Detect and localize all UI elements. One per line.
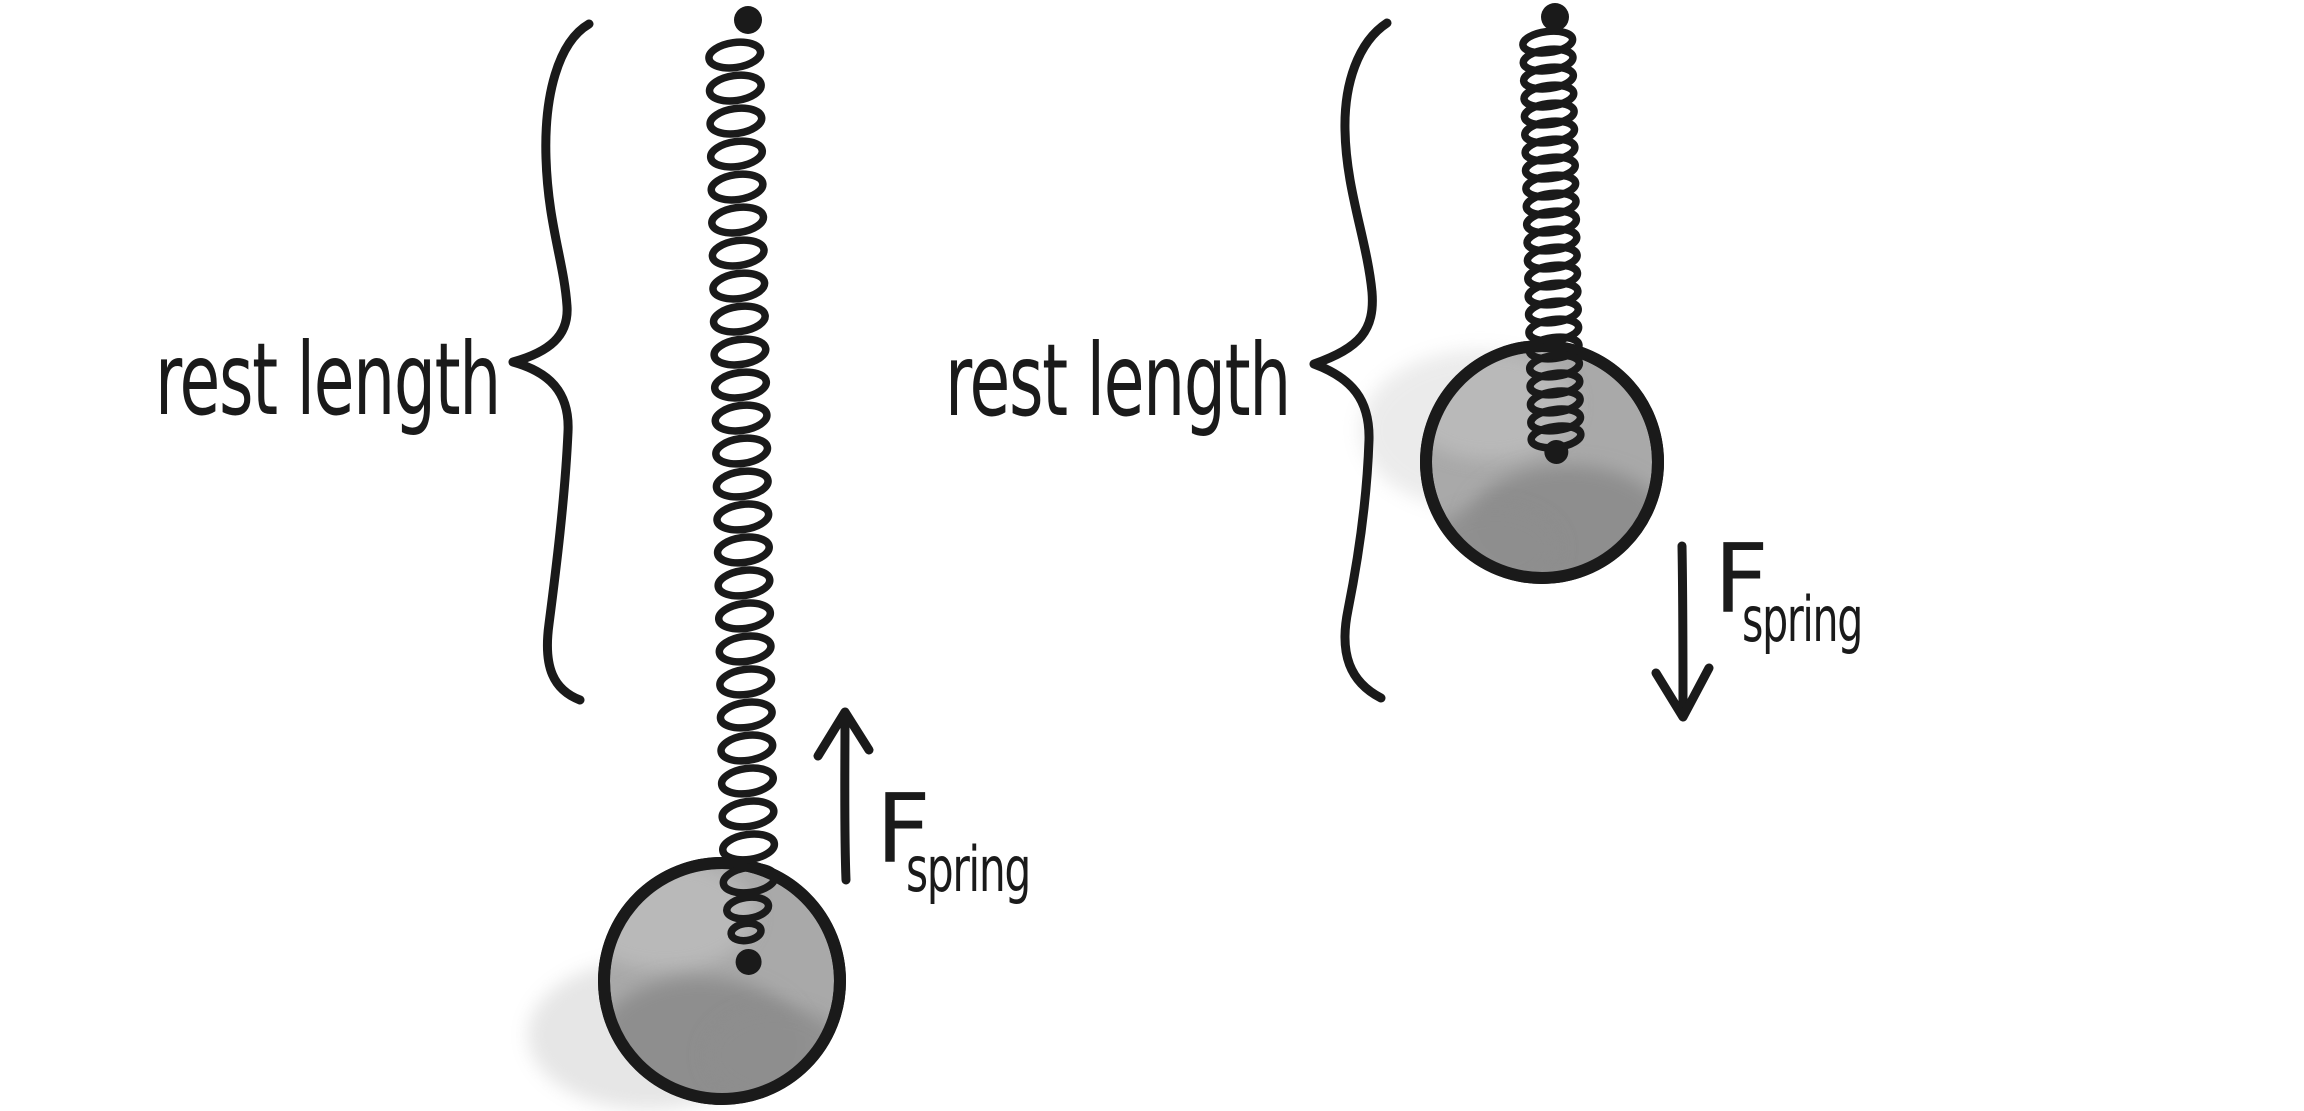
right-force-symbol: F <box>1714 525 1767 635</box>
right-system: rest length F spring <box>945 3 1864 722</box>
left-arrowhead-up-icon <box>813 707 874 761</box>
left-rest-length-label: rest length <box>155 321 500 438</box>
right-arrowhead-down-icon <box>1651 663 1714 722</box>
left-spring <box>707 39 778 975</box>
right-anchor-dot <box>1541 3 1569 31</box>
right-force-label: F spring <box>1714 525 1864 656</box>
right-force-arrow <box>1651 541 1714 722</box>
right-rest-length-brace <box>1309 18 1392 703</box>
left-force-subscript: spring <box>906 833 1030 906</box>
left-system: rest length F spring <box>155 6 1032 1110</box>
right-rest-length-label: rest length <box>945 322 1290 439</box>
left-force-arrow <box>813 707 874 885</box>
left-anchor-dot <box>734 6 762 34</box>
right-force-subscript: spring <box>1742 583 1862 656</box>
right-spring <box>1522 28 1583 464</box>
left-force-label: F spring <box>876 775 1032 906</box>
left-spring-end-dot <box>735 948 762 975</box>
left-force-symbol: F <box>876 775 929 885</box>
left-rest-length-brace <box>508 19 594 705</box>
right-spring-end-dot <box>1544 439 1569 464</box>
